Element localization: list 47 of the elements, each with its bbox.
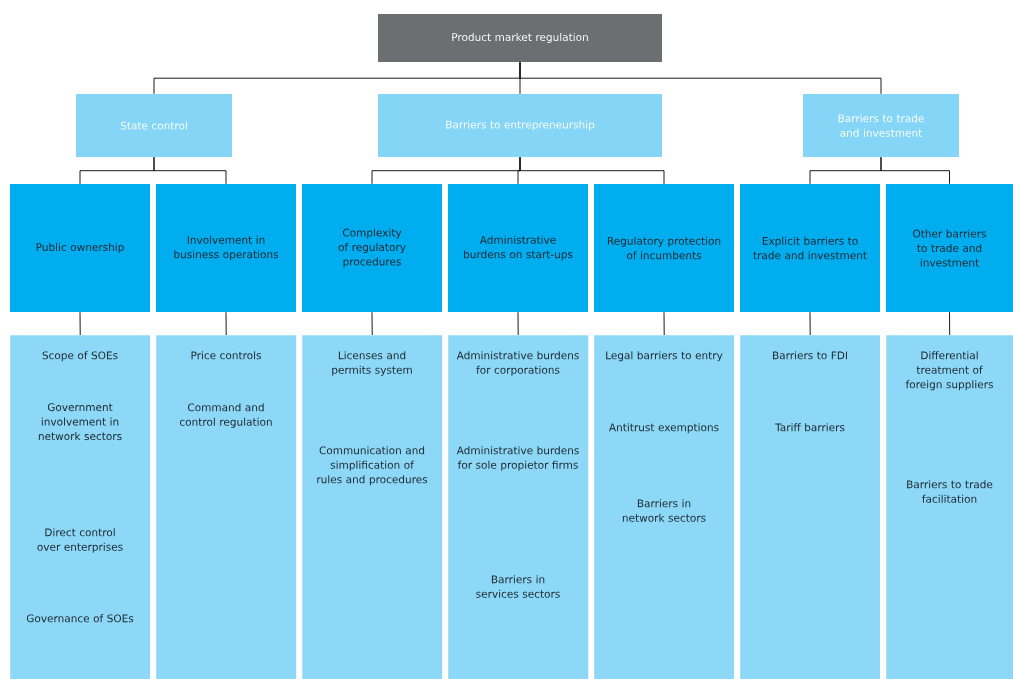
connector-line (79, 311, 81, 336)
indicator-text: Scope of SOEs (42, 351, 118, 362)
indicator-column (156, 335, 297, 679)
subcategory-box: Complexity of regulatory procedures (302, 184, 442, 312)
indicator-column (10, 335, 151, 679)
indicator-text: Price controls (191, 351, 261, 360)
indicator-text: Barriers in services sectors (476, 575, 560, 598)
indicator-column (886, 335, 1013, 679)
connector-line (519, 61, 882, 95)
subcategory-box: Administrative burdens on start-ups (448, 184, 588, 312)
indicator-column (740, 335, 881, 679)
category-box: State control (76, 94, 232, 157)
subcategory-box: Explicit barriers to trade and investment (740, 184, 880, 312)
connector-line (949, 311, 951, 336)
subcategory-box: Other barriers to trade and investment (886, 184, 1013, 312)
indicator-text: Government involvement in network sectors (38, 403, 122, 441)
indicator-column (594, 335, 735, 679)
indicator-text: Tariff barriers (775, 423, 845, 432)
indicator-text: Antitrust exemptions (609, 423, 719, 434)
indicator-text: Legal barriers to entry (606, 351, 723, 362)
connector-line (663, 311, 665, 336)
subcategory-box: Public ownership (10, 184, 150, 312)
indicator-text: Administrative burdens for corporations (456, 351, 579, 376)
indicator-text: Differential treatment of foreign suppliers (905, 351, 993, 391)
indicator-text: Barriers to FDI (773, 351, 847, 360)
indicator-text: Communication and simplification of rules and procedures (317, 446, 428, 486)
connector-line (153, 156, 227, 185)
subcategory-box: Regulatory protection of incumbents (594, 184, 734, 312)
connector-line (880, 156, 950, 185)
indicator-column (302, 335, 443, 679)
indicator-text: Barriers to trade facilitation (907, 480, 993, 503)
connector-line (225, 311, 227, 336)
indicator-text: Direct control over enterprises (37, 528, 123, 553)
indicator-text: Licenses and permits system (332, 351, 412, 376)
indicator-text: Governance of SOEs (26, 614, 134, 623)
subcategory-box: Involvement in business operations (156, 184, 296, 312)
indicator-column (448, 335, 589, 679)
box-dark: Product market regulation (378, 14, 662, 62)
connector-line (517, 311, 519, 336)
connector-line (371, 311, 373, 336)
category-box: Barriers to trade and investment (803, 94, 959, 157)
indicator-text: Administrative burdens for sole propietor firms (456, 446, 579, 471)
category-box: Barriers to entrepreneurship (378, 94, 662, 157)
indicator-text: Command and control regulation (179, 403, 272, 428)
connector-line (809, 311, 811, 336)
connector-line (519, 156, 665, 185)
indicator-text: Barriers in network sectors (622, 499, 706, 522)
